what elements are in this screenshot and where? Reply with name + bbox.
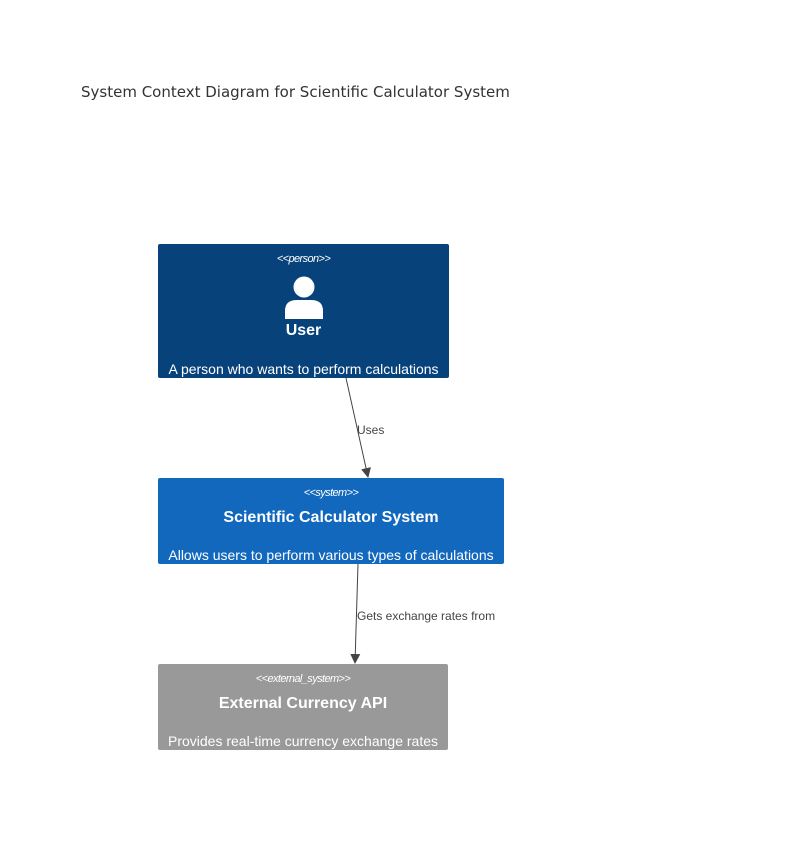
external-name: External Currency API — [218, 695, 388, 712]
uses-arrow — [345, 377, 371, 478]
external-description: Provides real-time currency exchange rat… — [167, 733, 438, 749]
person-user-node[interactable]: <<person>> User A person who wants to pe… — [158, 244, 449, 378]
system-name: Scientific Calculator System — [223, 509, 439, 526]
system-description: Allows users to perform various types of… — [168, 547, 494, 563]
scientific-calculator-system-node[interactable]: <<system>> Scientific Calculator System … — [158, 478, 504, 564]
external-currency-api-node[interactable]: <<external_system>> External Currency AP… — [158, 664, 448, 750]
system-stereotype: <<system>> — [303, 487, 359, 499]
diagram-title: System Context Diagram for Scientific Ca… — [81, 83, 510, 101]
external-stereotype: <<external_system>> — [255, 673, 351, 685]
exchange-rates-label: Gets exchange rates from — [357, 609, 495, 623]
person-name: User — [285, 322, 322, 339]
person-description: A person who wants to perform calculatio… — [168, 361, 439, 377]
person-icon — [284, 276, 323, 319]
person-stereotype: <<person>> — [276, 253, 331, 265]
uses-label: Uses — [357, 423, 384, 437]
exchange-rates-arrow — [350, 563, 361, 664]
